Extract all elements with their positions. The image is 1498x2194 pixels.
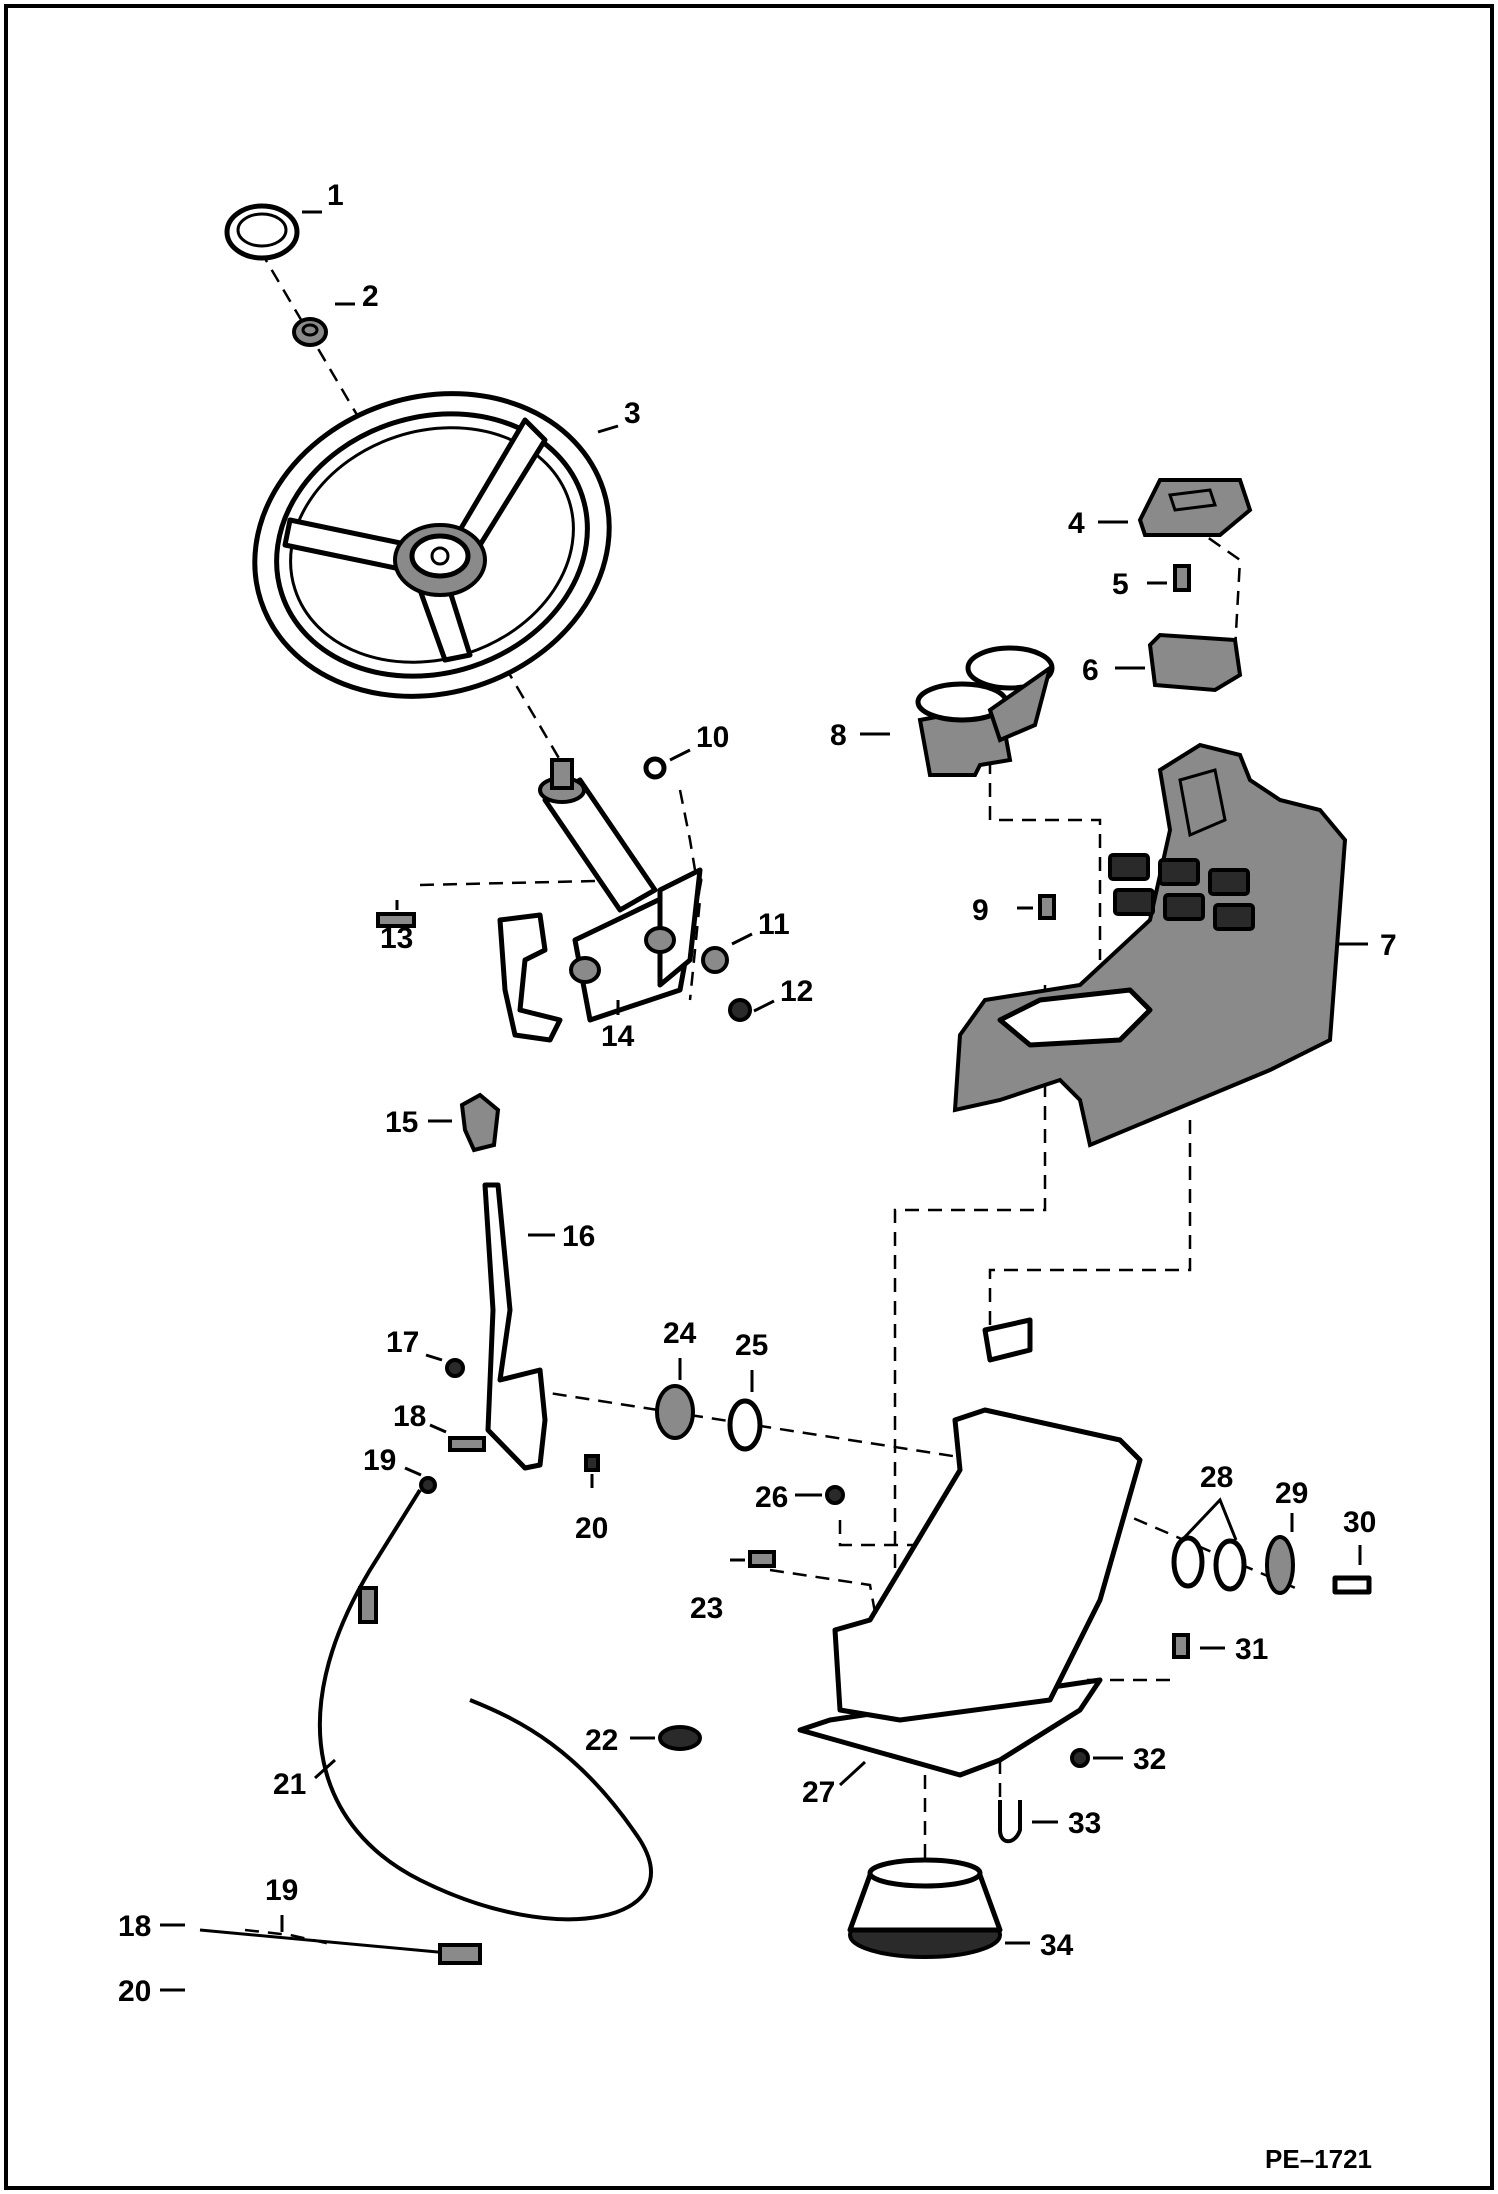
callout-3: 3 (624, 397, 641, 430)
callout-26: 26 (755, 1481, 788, 1514)
part-10-knob (643, 756, 667, 780)
callout-16: 16 (562, 1220, 595, 1253)
callout-9: 9 (972, 894, 989, 927)
part-22-grommet (658, 1725, 702, 1751)
callout-14: 14 (601, 1020, 635, 1053)
part-23-clip (748, 1550, 776, 1568)
callout-31: 31 (1235, 1633, 1268, 1666)
callout-20: 20 (575, 1512, 608, 1545)
part-7-console (952, 742, 1348, 1148)
callout-19b: 19 (265, 1874, 298, 1907)
callout-18b: 18 (118, 1910, 151, 1943)
figure-reference: PE–1721 (1265, 2144, 1372, 2174)
callout-leaders (160, 210, 1368, 1992)
part-15-knob (459, 1092, 501, 1153)
callout-30: 30 (1343, 1506, 1376, 1539)
callout-1: 1 (327, 179, 344, 212)
callout-29: 29 (1275, 1477, 1308, 1510)
callout-19: 19 (363, 1444, 396, 1477)
part-4-cover (1137, 478, 1253, 537)
part-14-steering-column (497, 758, 703, 1043)
callout-28: 28 (1200, 1461, 1233, 1494)
part-17-nut (445, 1358, 465, 1378)
callout-22: 22 (585, 1724, 618, 1757)
part-12-nut (728, 998, 752, 1022)
callout-32: 32 (1133, 1743, 1166, 1776)
callout-27: 27 (802, 1776, 835, 1809)
part-5-screw (1173, 564, 1191, 592)
callout-11: 11 (758, 908, 790, 941)
callout-17: 17 (386, 1326, 419, 1359)
part-29-plate (1265, 1535, 1295, 1595)
callout-8: 8 (830, 719, 847, 752)
callout-4: 4 (1068, 507, 1085, 540)
part-26-nut (825, 1485, 845, 1505)
callout-15: 15 (385, 1106, 418, 1139)
part-31-bolt (1172, 1633, 1190, 1659)
callout-numbers: 1 2 3 4 5 6 7 8 9 10 11 12 13 14 15 16 1… (118, 179, 1397, 2008)
callout-7: 7 (1380, 929, 1397, 962)
part-3-steering-wheel (252, 391, 612, 699)
part-6-bracket (1147, 632, 1243, 693)
part-33-u-bolt (998, 1800, 1022, 1844)
part-11-washer (701, 946, 729, 974)
part-9-screw (1038, 894, 1056, 920)
part-27-mount-bracket (797, 1317, 1143, 1778)
part-13-bolt (376, 912, 416, 928)
callout-23: 23 (690, 1592, 723, 1625)
callout-33: 33 (1068, 1807, 1101, 1840)
part-2-nut (292, 317, 328, 347)
part-21-cable (199, 1488, 653, 1965)
part-24-seal (655, 1384, 695, 1440)
part-34-boot (847, 1857, 1003, 1959)
callout-25: 25 (735, 1329, 768, 1362)
callout-21: 21 (273, 1768, 306, 1801)
part-25-ring (727, 1398, 763, 1452)
part-8-cupholder (915, 645, 1055, 777)
callout-18: 18 (393, 1400, 426, 1433)
callout-6: 6 (1082, 654, 1099, 687)
part-18-ball-joint (448, 1436, 486, 1452)
callout-13: 13 (380, 922, 413, 955)
part-32-nut (1070, 1748, 1090, 1768)
callout-12: 12 (780, 975, 813, 1008)
callout-20b: 20 (118, 1975, 151, 2008)
part-16-throttle-lever (482, 1182, 548, 1471)
part-30-bolt (1332, 1575, 1372, 1595)
callout-5: 5 (1112, 568, 1129, 601)
callout-24: 24 (663, 1317, 697, 1350)
part-28-rings (1171, 1535, 1247, 1592)
part-1-cap (224, 203, 300, 261)
part-19-nut (419, 1476, 437, 1494)
page-border (4, 4, 1494, 2190)
callout-10: 10 (696, 721, 729, 754)
part-20-nut (584, 1454, 600, 1472)
callout-2: 2 (362, 280, 379, 313)
callout-34: 34 (1040, 1929, 1074, 1962)
